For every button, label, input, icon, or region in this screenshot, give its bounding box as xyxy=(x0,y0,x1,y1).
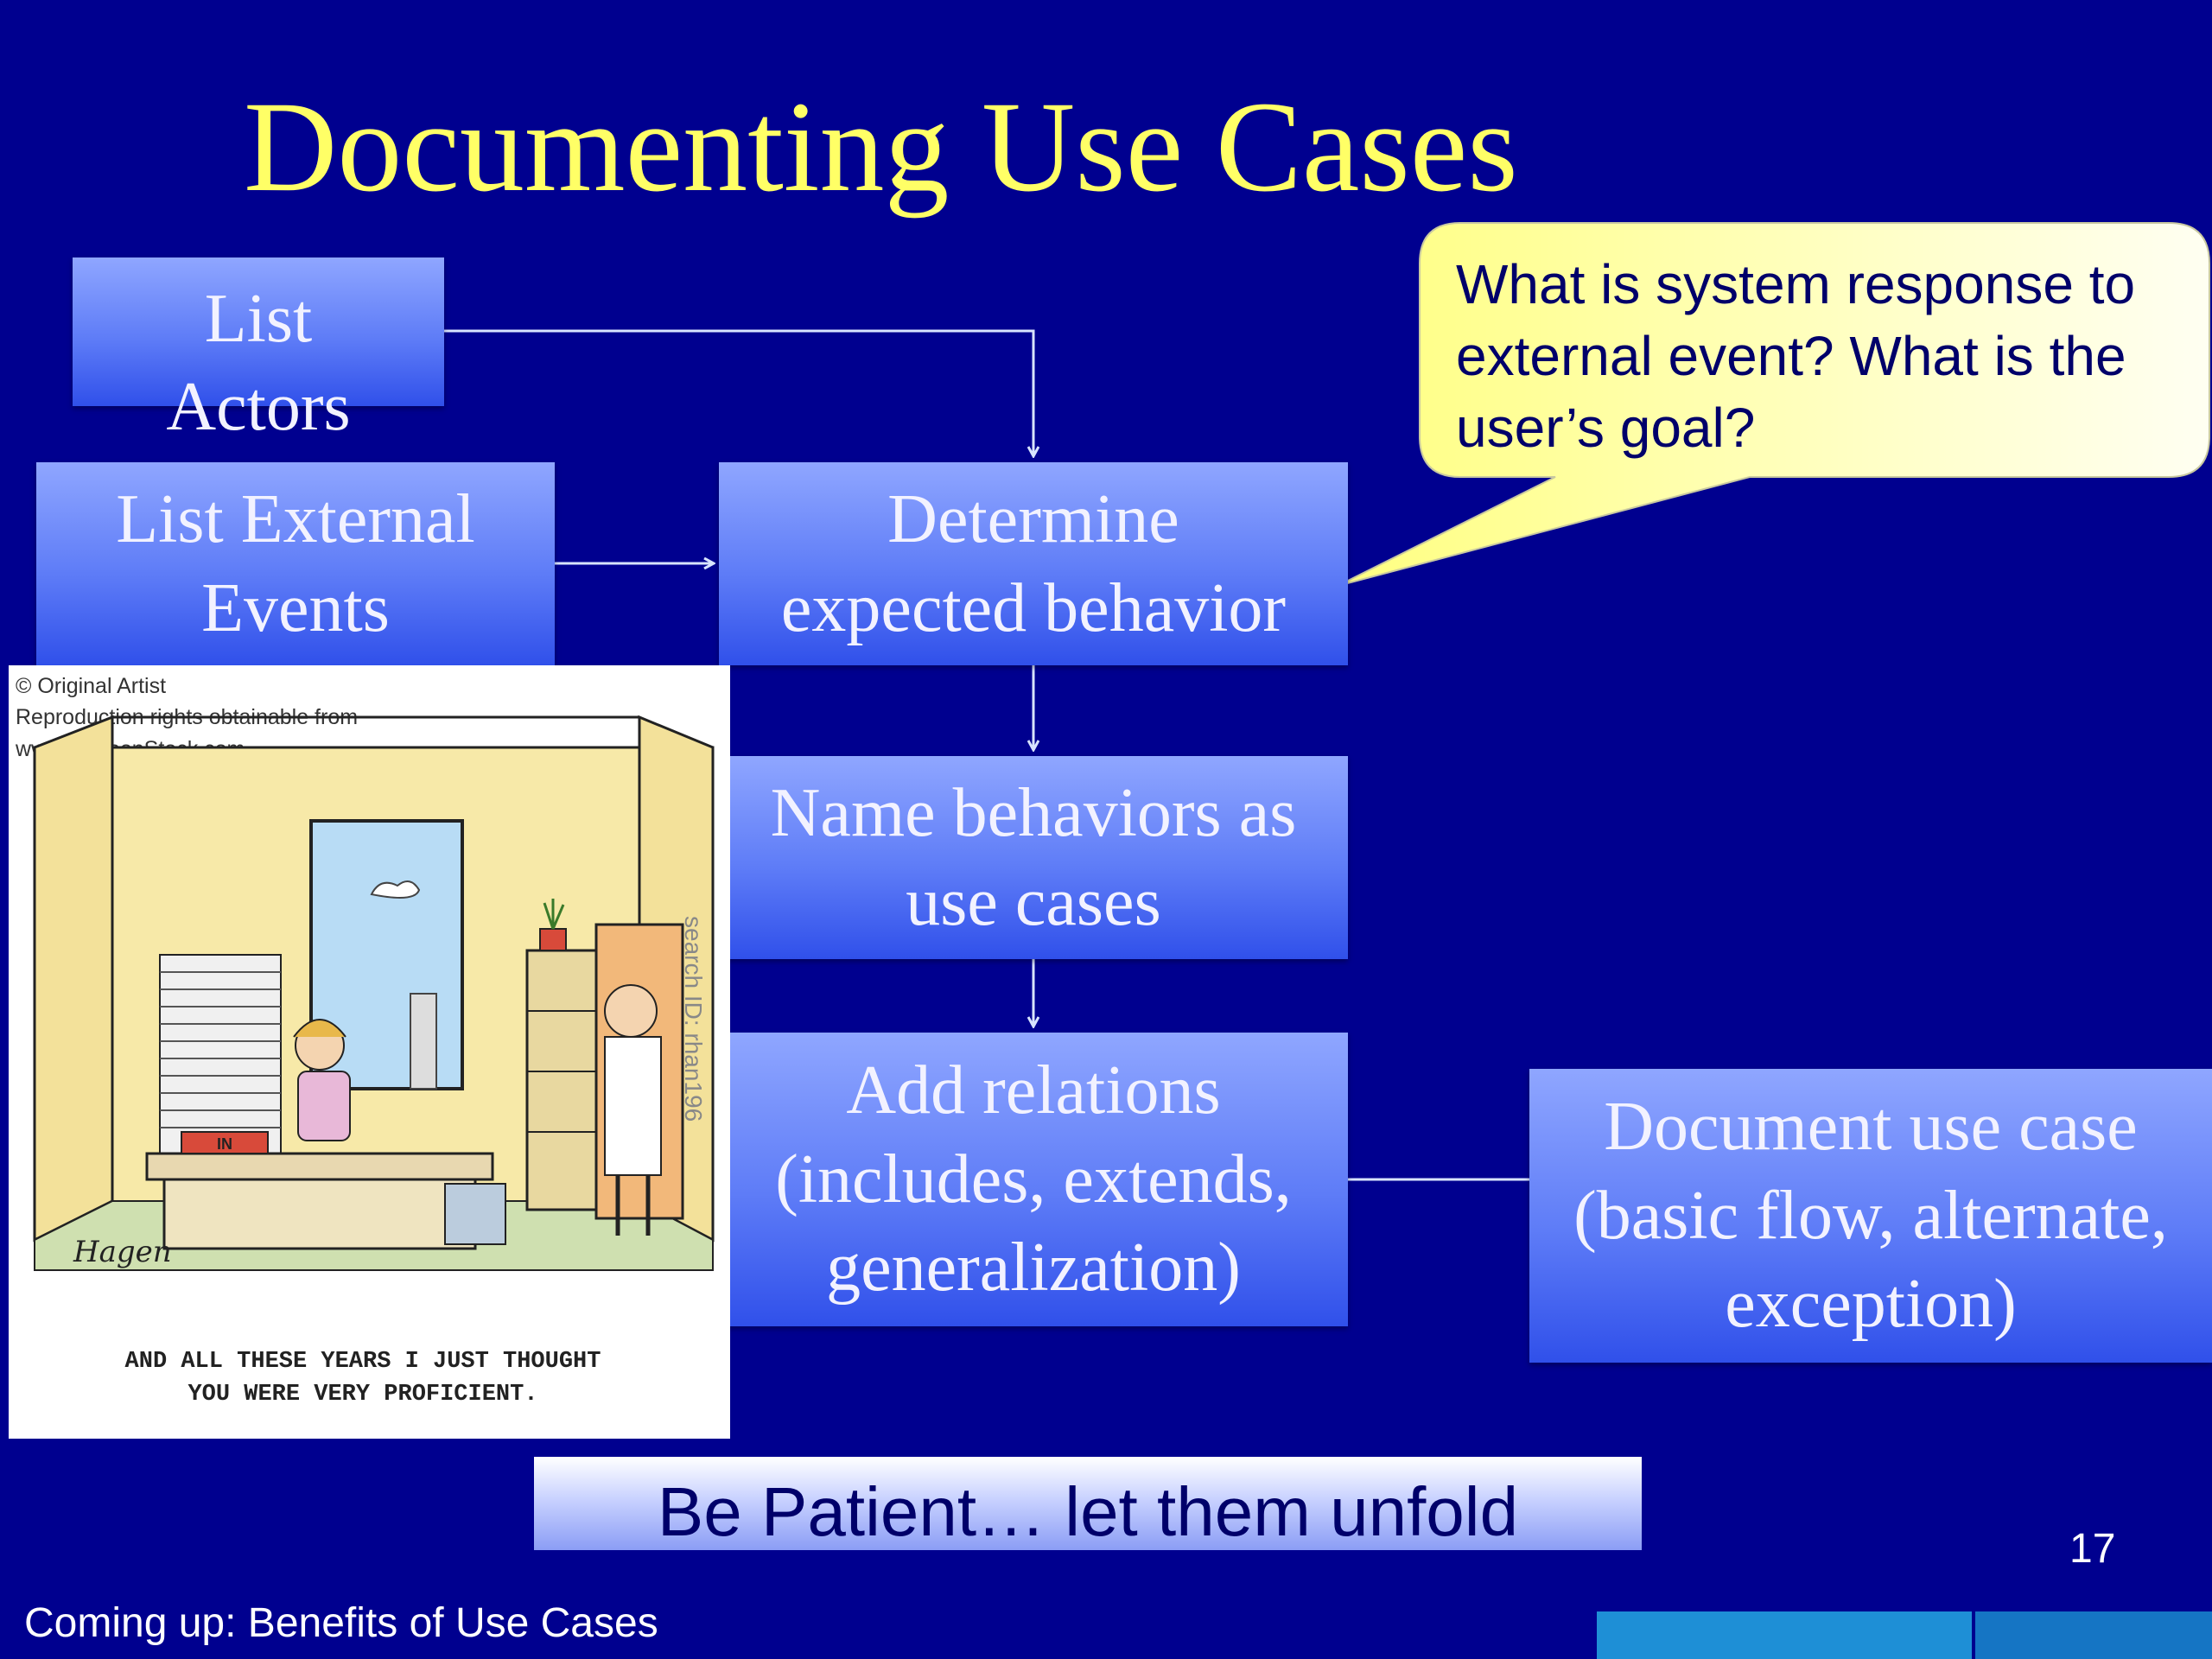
cartoon-image: © Original Artist Reproduction rights ob… xyxy=(9,665,730,1439)
callout-text: What is system response to external even… xyxy=(1456,253,2136,460)
footer-decoration-bar-end xyxy=(1975,1611,2212,1659)
footer-note: Coming up: Benefits of Use Cases xyxy=(24,1600,658,1646)
slide-title: Documenting Use Cases xyxy=(244,75,1518,219)
document-use-case-box: Document use case(basic flow, alternate,… xyxy=(1529,1069,2212,1363)
page-number: 17 xyxy=(2069,1526,2116,1572)
cartoon-illustration: IN Hagen xyxy=(33,715,715,1271)
arrow-actors-to-determine xyxy=(444,329,1033,456)
footer-decoration-bar xyxy=(1597,1611,1972,1659)
svg-text:Hagen: Hagen xyxy=(73,1235,172,1269)
cartoon-search-id: search ID: rhan196 xyxy=(680,916,707,1122)
svg-text:IN: IN xyxy=(217,1135,232,1153)
cartoon-caption: AND ALL THESE YEARS I JUST THOUGHT YOU W… xyxy=(124,1349,601,1408)
add-relations-box: Add relations(includes, extends,generali… xyxy=(719,1033,1348,1326)
patience-banner: Be Patient… let them unfold xyxy=(534,1457,1642,1550)
